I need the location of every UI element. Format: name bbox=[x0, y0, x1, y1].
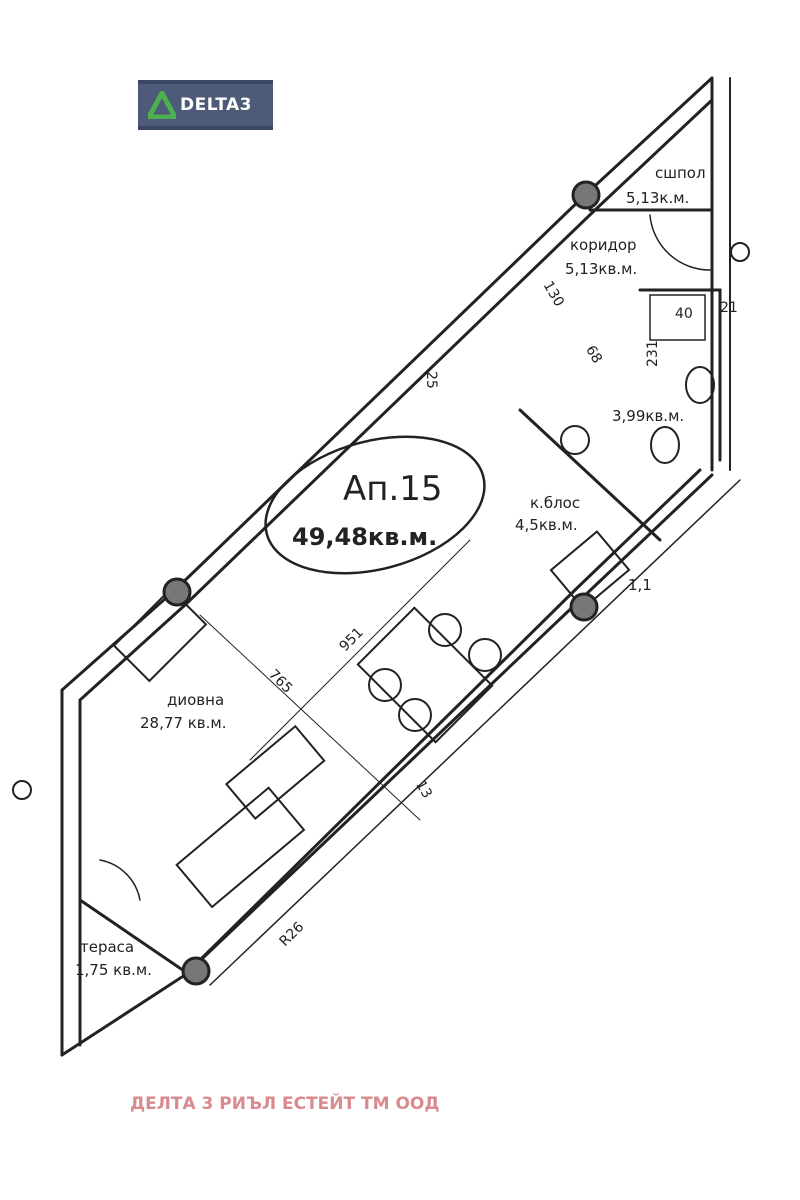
dimension-label: 68 bbox=[582, 343, 605, 366]
chair bbox=[398, 698, 432, 732]
outer-wall-upper-inner bbox=[78, 98, 714, 1047]
dimension-label: 40 bbox=[675, 306, 693, 322]
chair bbox=[428, 613, 462, 647]
sink bbox=[560, 425, 590, 455]
dimension-line bbox=[249, 539, 471, 761]
outer-wall-lower bbox=[60, 473, 714, 1057]
apartment-name: Ап.15 bbox=[343, 469, 443, 509]
corridor-door[interactable] bbox=[649, 214, 711, 271]
column bbox=[181, 956, 211, 986]
kitchen-wall bbox=[518, 408, 662, 542]
outer-wall-lower-inner bbox=[198, 468, 702, 962]
outlet-symbol-icon bbox=[730, 242, 750, 262]
terrace-area: 1,75 кв.м. bbox=[75, 961, 152, 979]
facade-line bbox=[209, 479, 741, 986]
living-name: диовна bbox=[167, 691, 224, 709]
triangle-logo-icon bbox=[148, 91, 176, 119]
apartment-label-ellipse bbox=[264, 435, 486, 575]
wardrobe bbox=[112, 587, 208, 683]
balcony-area: 1,1 bbox=[628, 576, 652, 594]
dimension-label: 21 bbox=[720, 300, 738, 316]
terrace-name: тераса bbox=[80, 938, 134, 956]
living-area: 28,77 кв.м. bbox=[140, 714, 226, 732]
company-footer: ДЕЛТА 3 РИЪЛ ЕСТЕЙТ ТМ ООД bbox=[130, 1094, 440, 1114]
bathroom-area: 3,99кв.м. bbox=[612, 407, 684, 425]
corridor-area: 5,13кв.м. bbox=[565, 260, 637, 278]
tv-unit bbox=[224, 724, 326, 820]
column bbox=[569, 592, 599, 622]
dimension-label: 231 bbox=[645, 340, 661, 367]
storage-area: 5,13к.м. bbox=[626, 189, 689, 207]
company-logo: DELTA3 bbox=[138, 80, 273, 130]
kitchen-area: 4,5кв.м. bbox=[515, 516, 578, 534]
bathroom-wall bbox=[638, 288, 722, 462]
chair bbox=[468, 638, 502, 672]
stove bbox=[549, 530, 631, 610]
dimension-label: 130 bbox=[540, 279, 567, 310]
dimension-line bbox=[199, 614, 421, 821]
kitchen-name: к.блос bbox=[530, 494, 580, 512]
column bbox=[162, 577, 192, 607]
logo-text: DELTA3 bbox=[180, 95, 253, 115]
terrace-door[interactable] bbox=[99, 859, 141, 901]
column bbox=[571, 180, 601, 210]
shower bbox=[649, 294, 706, 341]
outlet-symbol-icon bbox=[12, 780, 32, 800]
terrace-wall bbox=[78, 898, 192, 977]
dining-table bbox=[356, 606, 494, 744]
dimension-label: 765 bbox=[265, 667, 295, 697]
storage-name: сшпол bbox=[655, 164, 706, 182]
apartment-area: 49,48кв.м. bbox=[292, 523, 437, 551]
washbasin bbox=[685, 366, 715, 404]
toilet bbox=[650, 426, 680, 464]
sofa bbox=[175, 786, 306, 909]
dimension-label: R26 bbox=[277, 919, 308, 950]
chair bbox=[368, 668, 402, 702]
dimension-label: 25 bbox=[423, 371, 439, 389]
dimension-label: 13 bbox=[412, 778, 435, 801]
corridor-name: коридор bbox=[570, 236, 637, 254]
dimension-label: 951 bbox=[337, 625, 367, 655]
